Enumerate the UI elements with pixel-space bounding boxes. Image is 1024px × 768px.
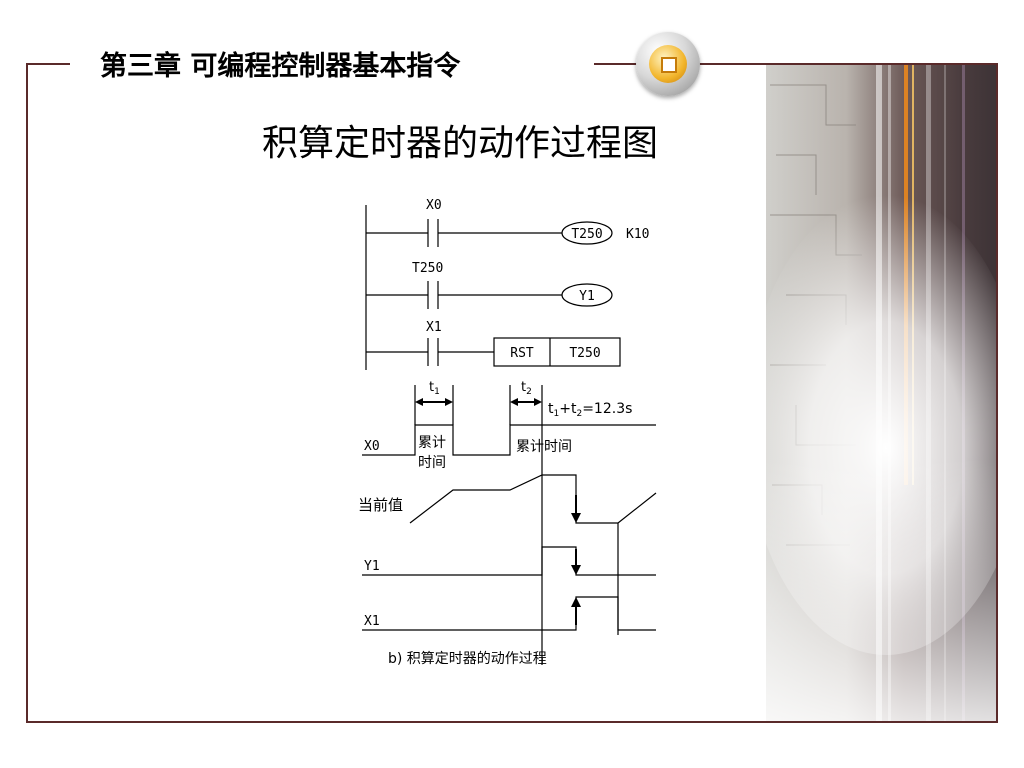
x0-waveform xyxy=(362,424,656,456)
rung2-coil-label: Y1 xyxy=(579,289,595,304)
accum-time-label-1b: 时间 xyxy=(418,455,446,471)
rst-operand-label: T250 xyxy=(569,346,600,361)
rung1-setting-label: K10 xyxy=(626,227,649,242)
decorative-light-panel xyxy=(766,65,996,721)
rung3-contact-label: X1 xyxy=(426,320,442,335)
current-value-label: 当前值 xyxy=(358,496,403,514)
accum-time-label-1a: 累计 xyxy=(418,435,446,451)
y1-waveform xyxy=(362,546,656,576)
header-rule-right xyxy=(594,63,998,65)
t1-label: t1 xyxy=(429,380,440,397)
x1-waveform xyxy=(362,596,656,631)
x0-signal-label: X0 xyxy=(364,439,380,454)
timer-diagram: X0 T250 K10 T250 Y1 X1 RST T250 X0 Y1 X1… xyxy=(340,185,660,679)
chapter-badge-icon xyxy=(636,32,700,96)
rung1-contact-label: X0 xyxy=(426,198,442,213)
x1-signal-label: X1 xyxy=(364,614,380,629)
rung2-contact-label: T250 xyxy=(412,261,443,276)
header-rule-left xyxy=(26,63,70,65)
accumulated-sum-label: t1+t2=12.3s xyxy=(548,401,632,419)
rung1-coil-label: T250 xyxy=(571,227,602,242)
y1-signal-label: Y1 xyxy=(364,559,380,574)
accum-time-label-2: 累计时间 xyxy=(516,439,572,455)
current-value-waveform xyxy=(409,474,657,524)
slide-title: 积算定时器的动作过程图 xyxy=(262,123,659,164)
slide-frame xyxy=(26,63,998,723)
chapter-title: 第三章 可编程控制器基本指令 xyxy=(100,51,461,82)
rst-instruction-label: RST xyxy=(510,346,534,361)
diagram-caption: b) 积算定时器的动作过程 xyxy=(388,651,547,667)
t2-label: t2 xyxy=(521,380,532,397)
